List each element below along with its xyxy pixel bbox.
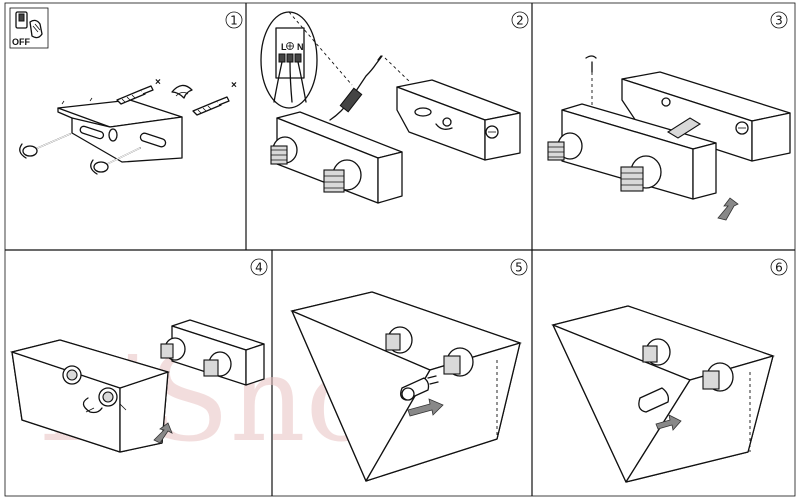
- screw-long-1: [20, 134, 70, 158]
- step-number-2: 2: [512, 12, 528, 28]
- step-number-4-label: 4: [255, 261, 263, 275]
- terminal-block-zoom: L N: [261, 12, 352, 108]
- power-cable: [330, 56, 382, 120]
- step-number-5-label: 5: [515, 261, 523, 275]
- terminal-label-N: N: [297, 42, 304, 52]
- step-number-3-label: 3: [775, 14, 783, 28]
- lamp-body-step2: [271, 112, 402, 203]
- step-number-2-label: 2: [516, 14, 524, 28]
- step-number-6: 6: [771, 259, 787, 275]
- step-number-1: 1: [226, 12, 242, 28]
- lamp-body-step3: [548, 104, 716, 199]
- step-number-4: 4: [251, 259, 267, 275]
- power-off-icon: OFF: [10, 8, 48, 48]
- svg-text:×: ×: [155, 77, 161, 88]
- wall-bracket-step1: [58, 98, 182, 162]
- step-number-3: 3: [771, 12, 787, 28]
- wall-plug-1: ×: [117, 77, 161, 104]
- svg-text:×: ×: [231, 80, 237, 91]
- terminal-label-L: L: [281, 42, 287, 52]
- power-off-label: OFF: [12, 37, 30, 47]
- step-number-6-label: 6: [775, 261, 783, 275]
- push-arrow-step3: [718, 198, 738, 220]
- wall-bracket-step2: [385, 58, 520, 160]
- step-number-5: 5: [511, 259, 527, 275]
- clip-part: [172, 85, 192, 98]
- wall-plug-2: ×: [193, 80, 237, 115]
- step-number-1-label: 1: [230, 14, 238, 28]
